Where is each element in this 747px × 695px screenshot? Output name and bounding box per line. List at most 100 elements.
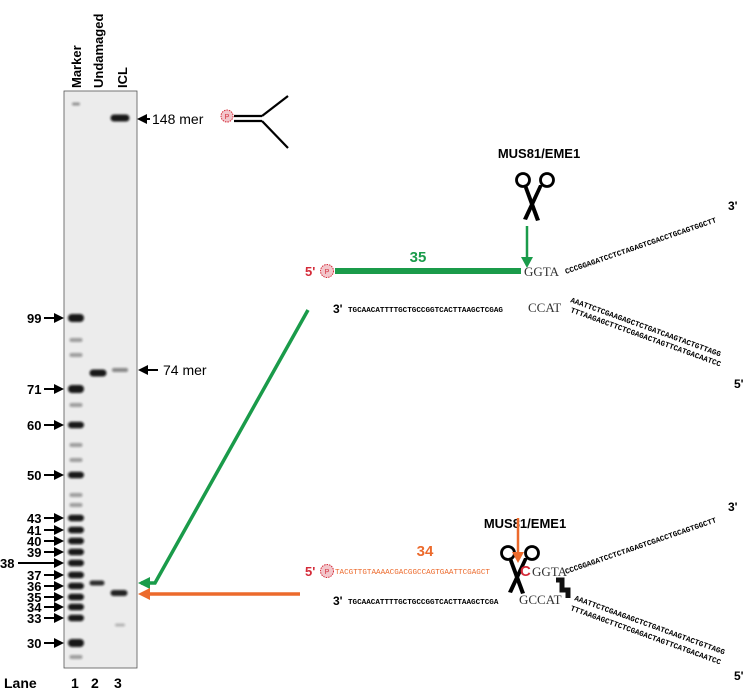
lower-arm-top-end: 5' (734, 377, 744, 391)
junction-top-lower: CCAT (528, 300, 561, 315)
lower-arm-bottom-a: AAATTCTCGAAGAGCTCTGATCAAGTACTGTTAGG (573, 595, 726, 657)
marker-size-label: 40 (27, 534, 41, 549)
substrate-arm-down (261, 120, 289, 149)
icl-148-band (110, 114, 130, 122)
marker-band (68, 559, 84, 567)
lane-number-3: 3 (114, 675, 122, 691)
connector-green (141, 309, 310, 585)
fragment-strand-bottom: TACGTTGTAAAACGACGGCCAGTGAATTCGAGCT (335, 569, 490, 577)
enzyme-label-bottom: MUS81/EME1 (484, 516, 566, 531)
upper-arm-top: CCCGGAGATCCTCTAGAGTCGACCTGCAGTGGCTT (564, 217, 718, 277)
marker-size-label: 36 (27, 579, 41, 594)
five-prime-bottom: 5' (305, 564, 315, 579)
fragment-strand-top (335, 268, 521, 274)
ladder-smear (69, 443, 83, 447)
connector-green-head (138, 577, 150, 589)
lower-start-top: 3' (333, 302, 343, 316)
phosphate-icon (320, 564, 334, 578)
icl-faint-band (115, 623, 125, 627)
junction-bottom-lower: GCCAT (519, 592, 562, 607)
phosphate-letter: P (325, 569, 330, 576)
upper-arm-bottom-end: 3' (728, 500, 738, 514)
gel (63, 90, 138, 669)
marker-size-label: 43 (27, 511, 41, 526)
marker-size-label: 30 (27, 636, 41, 651)
marker-band (68, 471, 84, 479)
marker-band (68, 548, 84, 556)
upper-arm-top-end: 3' (728, 199, 738, 213)
marker-band (68, 537, 84, 545)
ladder-smear (69, 353, 83, 357)
structure-icl: MUS81/EME1 34 5' P TACGTTGTAAAACGACGGCCA… (305, 500, 744, 683)
phosphate-icon (320, 264, 334, 278)
marker-size-label: 34 (27, 600, 42, 615)
marker-band (68, 314, 84, 322)
marker-size-label: 99 (27, 311, 41, 326)
cut-arrowhead-bottom (512, 552, 524, 563)
scissors-icon (515, 172, 555, 221)
label-148-mer: 148 mer (152, 111, 204, 127)
marker-band (68, 639, 84, 647)
lower-arm-bottom-end: 5' (734, 669, 744, 683)
label-74-mer: 74 mer (163, 362, 207, 378)
marker-size-label: 41 (27, 523, 41, 538)
marker-size-label: 33 (27, 611, 41, 626)
ladder-smear (69, 503, 83, 507)
marker-band (68, 614, 84, 622)
lower-arm-top-b: TTTAAGAGCTTCTCGAGACTAGTTCATGACAATCC (569, 307, 722, 369)
marker-band (68, 571, 84, 579)
marker-band (68, 526, 84, 534)
junction-bottom-upper: GGTA (532, 564, 568, 579)
ladder-smear (69, 458, 83, 462)
band-label-148: 148 mer (137, 111, 204, 127)
fragment-length-top: 35 (410, 249, 427, 266)
connector-orange-head (138, 588, 150, 600)
lower-arm-bottom-b: TTTAAGAGCTTCTCGAGACTAGTTCATGACAATCC (569, 605, 722, 667)
marker-size-label: 35 (27, 590, 41, 605)
lane-axis-label: Lane (4, 675, 37, 691)
marker-band (68, 603, 84, 611)
fragment-length-bottom: 34 (417, 543, 434, 560)
marker-band (68, 514, 84, 522)
ladder-smear (69, 493, 83, 497)
gel-bands (68, 102, 130, 659)
marker-size-label: 38 (0, 556, 14, 571)
marker-size-label: 39 (27, 545, 41, 560)
enzyme-label-top: MUS81/EME1 (498, 146, 580, 161)
marker-size-label: 60 (27, 418, 41, 433)
marker-band (68, 593, 84, 601)
lane-header-undamaged: Undamaged (91, 14, 106, 88)
ladder-smear (69, 655, 83, 659)
well-smudge (72, 102, 80, 106)
lower-strand-top: TGCAACATTTTGCTGCCGGTCACTTAAGCTCGAG (348, 307, 503, 315)
lower-start-bottom: 3' (333, 594, 343, 608)
marker-size-label: 37 (27, 568, 41, 583)
substrate-icon: P (220, 95, 289, 149)
upper-arm-bottom: CCCGGAGATCCTCTAGAGTCGACCTGCAGTGGCTT (564, 517, 718, 577)
lane-header-marker: Marker (69, 45, 84, 88)
icl-34-band (110, 590, 128, 596)
five-prime-top: 5' (305, 264, 315, 279)
ladder-smear (69, 338, 83, 342)
marker-band (68, 421, 84, 429)
crosslink-icon (556, 577, 571, 598)
junction-top-upper: GGTA (524, 264, 560, 279)
undamaged-74-band (89, 369, 107, 377)
phosphate-icon (220, 109, 234, 123)
structure-undamaged: MUS81/EME1 35 5' P GGTA CCCGGAGATCCTCTAG… (305, 146, 744, 391)
undamaged-35-band (89, 580, 105, 586)
lane-header-icl: ICL (115, 67, 130, 88)
icl-74-band (112, 368, 128, 372)
substrate-arm-up (261, 95, 289, 117)
band-label-74: 74 mer (138, 362, 207, 378)
lower-strand-bottom: TGCAACATTTTGCTGCCGGTCACTTAAGCTCGA (348, 599, 499, 607)
marker-band (68, 385, 84, 393)
marker-band (68, 582, 84, 590)
lane-number-2: 2 (91, 675, 99, 691)
cut-arrowhead-top (521, 257, 533, 268)
lower-arm-top-a: AAATTCTCGAAGAGCTCTGATCAAGTACTGTTAGG (569, 297, 722, 359)
phosphate-letter: P (225, 114, 230, 121)
ladder-smear (69, 403, 83, 407)
